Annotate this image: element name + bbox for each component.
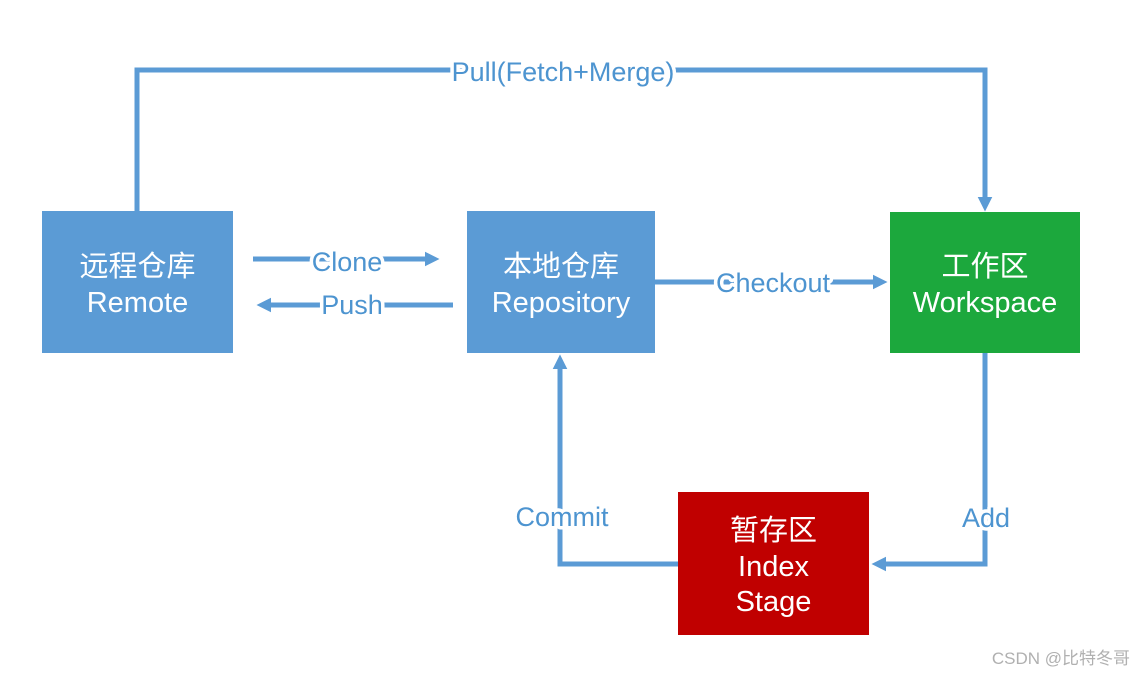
edge-checkout: Checkout xyxy=(655,265,888,302)
node-repository: 本地仓库 Repository xyxy=(467,211,655,353)
node-workspace: 工作区 Workspace xyxy=(890,212,1080,353)
index-stage-label-zh: 暂存区 xyxy=(730,514,817,547)
edge-add: Add xyxy=(871,353,1014,572)
edge-push: Push xyxy=(256,287,453,324)
clone-label: Clone xyxy=(312,247,383,277)
node-remote: 远程仓库 Remote xyxy=(42,211,233,353)
repository-box xyxy=(467,211,655,353)
remote-label-en: Remote xyxy=(87,287,189,319)
edge-pull: Pull(Fetch+Merge) xyxy=(134,54,993,212)
pull-label: Pull(Fetch+Merge) xyxy=(452,57,675,87)
remote-label-zh: 远程仓库 xyxy=(79,250,195,283)
workspace-label-en: Workspace xyxy=(913,287,1058,319)
edge-commit: Commit xyxy=(512,354,678,567)
index-stage-box xyxy=(678,492,869,635)
add-label: Add xyxy=(962,503,1010,533)
edge-clone: Clone xyxy=(253,244,440,281)
index-stage-label-en1: Index xyxy=(738,551,809,583)
push-label: Push xyxy=(321,290,383,320)
watermark: CSDN @比特冬哥 xyxy=(992,649,1130,668)
pull-line xyxy=(134,67,993,212)
commit-label: Commit xyxy=(516,502,609,532)
checkout-label: Checkout xyxy=(716,268,831,298)
repository-label-zh: 本地仓库 xyxy=(503,250,619,283)
workspace-box xyxy=(890,212,1080,353)
workspace-label-zh: 工作区 xyxy=(941,250,1028,283)
remote-box xyxy=(42,211,233,353)
index-stage-label-en2: Stage xyxy=(736,586,812,618)
commit-line xyxy=(552,354,678,567)
node-index-stage: 暂存区 Index Stage xyxy=(678,492,869,635)
add-line xyxy=(871,353,988,572)
repository-label-en: Repository xyxy=(492,287,631,319)
